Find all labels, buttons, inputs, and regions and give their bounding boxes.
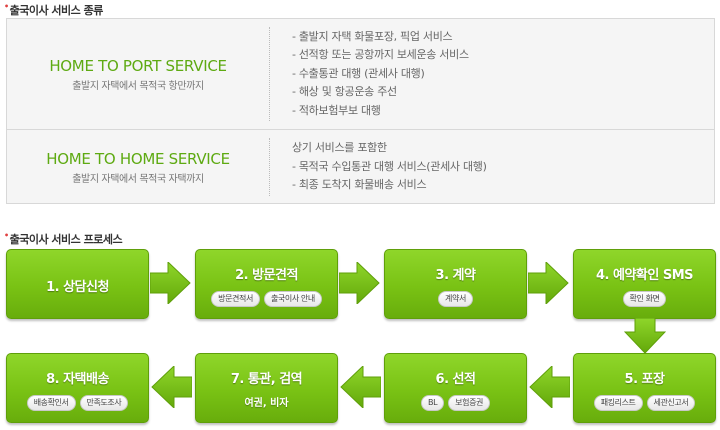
doc-badge: 보험증권: [448, 395, 490, 411]
service-item: - 선적항 또는 공항까지 보세운송 서비스: [292, 48, 469, 62]
bullet-icon: •: [4, 2, 9, 11]
doc-badge: BL: [421, 395, 445, 411]
step-subtext: 여권, 비자: [244, 398, 289, 409]
process-step-2: 2. 방문견적 방문견적서 출국이사 안내: [195, 249, 338, 319]
doc-badge: 방문견적서: [211, 291, 260, 307]
divider: [269, 27, 270, 121]
divider: [269, 138, 270, 196]
process-step-1: 1. 상담신청: [6, 249, 149, 319]
doc-badge: 만족도조사: [79, 395, 129, 411]
service-types-table: HOME TO PORT SERVICE 출발지 자택에서 목적국 항만까지 -…: [6, 18, 715, 204]
service-subtitle: 출발지 자택에서 목적국 자택까지: [72, 173, 204, 185]
arrow-left-icon: [529, 366, 570, 408]
arrow-right-icon: [339, 262, 380, 304]
process-step-6: 6. 선적 BL 보험증권: [384, 353, 527, 423]
step-label: 5. 포장: [624, 372, 665, 387]
service-item: - 수출통관 대행 (관세사 대행): [292, 66, 425, 80]
arrow-right-icon: [528, 262, 569, 304]
step-label: 6. 선적: [435, 372, 476, 387]
step-label: 1. 상담신청: [46, 280, 109, 295]
arrow-right-icon: [150, 262, 191, 304]
step-label: 7. 통관, 검역: [230, 372, 303, 387]
doc-badge: 배송확인서: [26, 395, 76, 411]
arrow-down-icon: [624, 318, 666, 354]
step-label: 8. 자택배송: [46, 372, 109, 387]
process-step-7: 7. 통관, 검역 여권, 비자: [195, 353, 338, 423]
step-label: 2. 방문견적: [235, 268, 298, 283]
service-item: - 적하보험부보 대행: [292, 103, 381, 117]
doc-badge: 확인 화면: [622, 291, 667, 307]
service-item: - 출발지 자택 화물포장, 픽업 서비스: [292, 29, 453, 43]
service-item: - 최종 도착지 화물배송 서비스: [292, 178, 427, 192]
process-step-3: 3. 계약 계약서: [384, 249, 527, 319]
service-row-home-to-port: HOME TO PORT SERVICE 출발지 자택에서 목적국 항만까지 -…: [7, 19, 714, 129]
process-step-4: 4. 예약확인 SMS 확인 화면: [573, 249, 716, 319]
doc-badge: 패킹리스트: [593, 395, 643, 411]
service-subtitle: 출발지 자택에서 목적국 항만까지: [72, 80, 204, 92]
section-title-service-types: •출국이사 서비스 종류: [4, 2, 103, 17]
arrow-left-icon: [151, 366, 192, 408]
service-name: HOME TO HOME SERVICE: [46, 149, 230, 168]
section-title-process: •출국이사 서비스 프로세스: [4, 231, 123, 246]
service-item: - 해상 및 항공운송 주선: [292, 85, 397, 99]
step-label: 4. 예약확인 SMS: [595, 268, 694, 283]
doc-badge: 세관신고서: [646, 395, 696, 411]
process-step-8: 8. 자택배송 배송확인서 만족도조사: [6, 353, 149, 423]
bullet-icon: •: [4, 231, 9, 240]
doc-badge: 출국이사 안내: [263, 291, 322, 307]
step-label: 3. 계약: [435, 268, 476, 283]
doc-badge: 계약서: [438, 291, 473, 307]
arrow-left-icon: [340, 366, 381, 408]
service-item: - 목적국 수입통관 대행 서비스(관세사 대행): [292, 159, 487, 173]
service-name: HOME TO PORT SERVICE: [49, 56, 227, 75]
service-row-home-to-home: HOME TO HOME SERVICE 출발지 자택에서 목적국 자택까지 상…: [7, 129, 714, 204]
process-step-5: 5. 포장 패킹리스트 세관신고서: [573, 353, 716, 423]
service-item: 상기 서비스를 포함한: [292, 141, 387, 155]
